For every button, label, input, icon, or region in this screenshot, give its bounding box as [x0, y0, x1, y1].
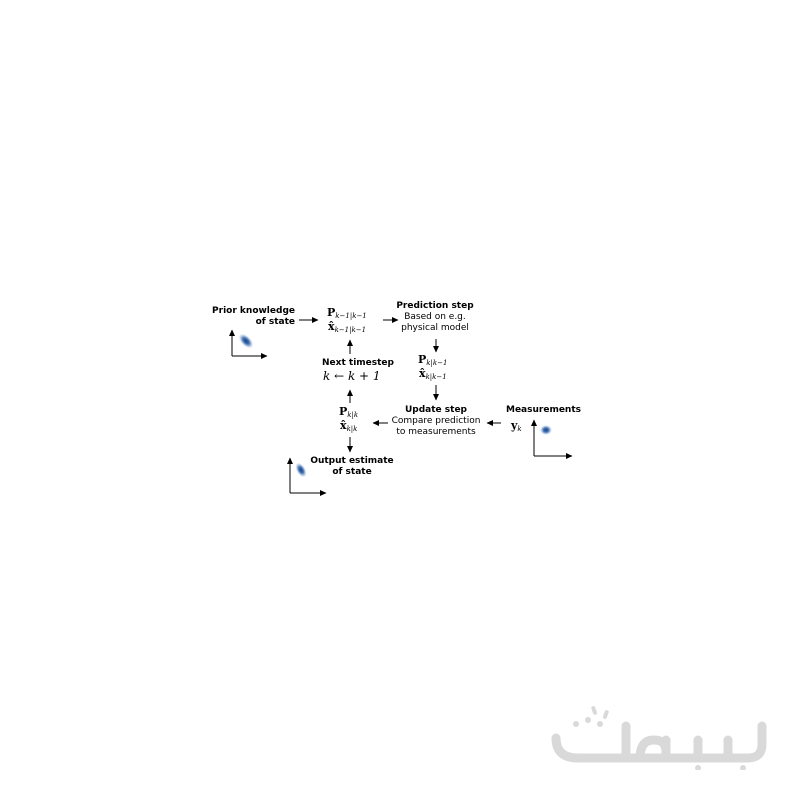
output-estimate-label: Output estimate of state [304, 456, 400, 478]
current-covariance: Pk|k [339, 405, 359, 420]
prediction-step-line1: Based on e.g. [404, 312, 466, 322]
prior-plot [229, 329, 268, 359]
predicted-state: x̂k|k−1 [419, 367, 447, 382]
update-step-title: Update step [404, 405, 467, 415]
prior-knowledge-label: Prior knowledge of state [200, 306, 295, 328]
predicted-covariance: Pk|k−1 [418, 353, 448, 368]
output-line1: Output estimate [310, 456, 394, 466]
measurement-vector: yk [511, 419, 522, 434]
update-step: Update step Compare prediction to measur… [386, 405, 486, 438]
output-distribution-blob [295, 462, 307, 478]
measurements-title: Measurements [506, 405, 581, 415]
update-step-line1: Compare prediction [391, 416, 481, 426]
prior-line1: Prior knowledge [212, 306, 295, 316]
prediction-step-line2: physical model [401, 323, 469, 333]
prediction-step-title: Prediction step [396, 301, 474, 311]
prior-distribution-blob [238, 333, 254, 349]
prior-line2: of state [255, 317, 295, 327]
prev-covariance: Pk−1|k−1 [327, 306, 367, 321]
prediction-step: Prediction step Based on e.g. physical m… [387, 301, 483, 334]
output-plot [287, 457, 327, 496]
current-state: x̂k|k [340, 419, 358, 434]
next-timestep-formula: k ← k + 1 [323, 369, 381, 383]
update-step-line2: to measurements [396, 427, 476, 437]
prev-state: x̂k−1|k−1 [328, 320, 367, 335]
watermark-logo [548, 700, 773, 771]
output-line2: of state [332, 467, 372, 477]
measurement-distribution-blob [540, 425, 552, 435]
next-timestep-title: Next timestep [322, 358, 394, 368]
measurements-plot [531, 419, 573, 459]
